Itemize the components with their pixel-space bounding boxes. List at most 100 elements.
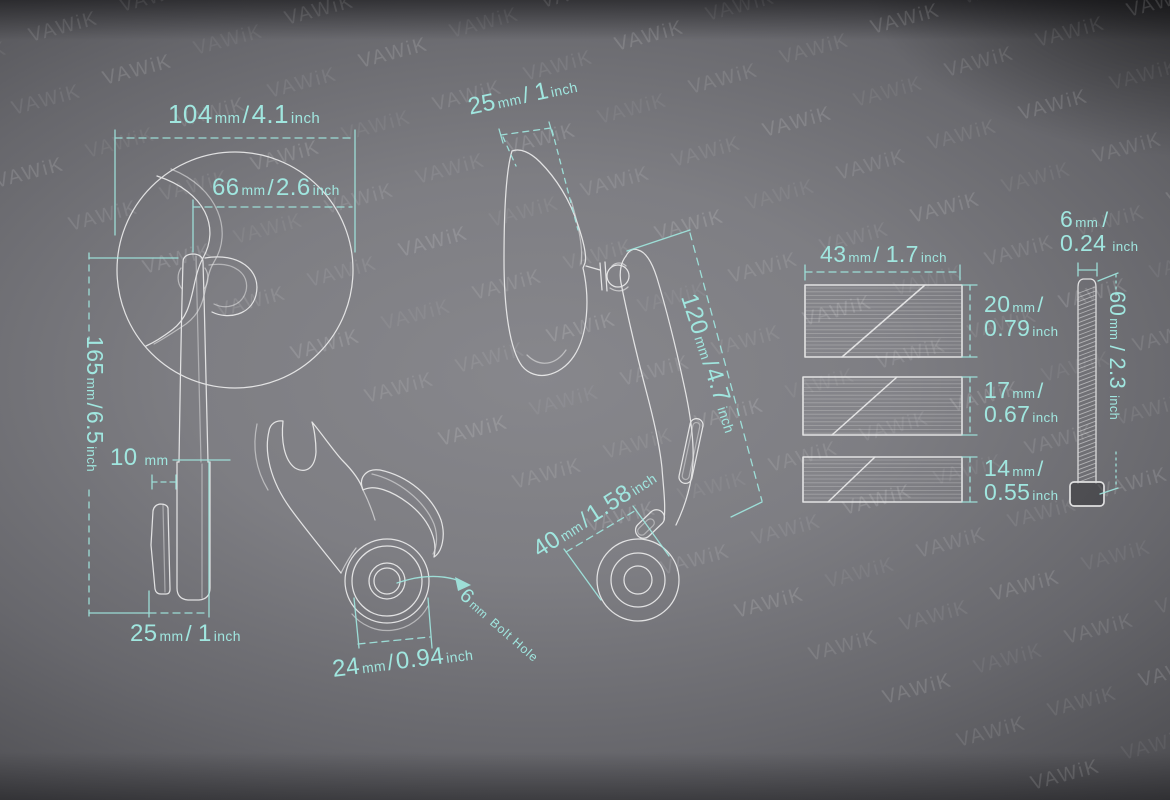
separator: /: [873, 244, 880, 267]
bolt-thread-line: [1078, 441, 1096, 449]
dim-lines-clamp: [353, 575, 471, 649]
bolt-thread-line: [1078, 471, 1096, 479]
dim-head25-ticks: [498, 121, 554, 144]
bolt-thread-line: [1078, 320, 1096, 328]
value-inch: 4.1: [251, 99, 289, 129]
value-mm: 14: [984, 455, 1011, 481]
unit-inch: inch: [312, 182, 340, 198]
unit-inch: inch: [549, 78, 580, 101]
bolt-thread-line: [1078, 374, 1096, 382]
arm-slot: [678, 417, 704, 485]
separator: /: [82, 402, 105, 409]
bolt-head: [1069, 481, 1105, 507]
value-inch: 1: [532, 77, 552, 107]
bolt-thread-line: [1078, 412, 1096, 420]
bolt-thread-line: [1078, 349, 1096, 357]
bolt-thread-line: [1078, 399, 1096, 407]
mirror-head-profile: [503, 149, 588, 376]
bolt-thread-line: [1078, 366, 1096, 374]
dim-lines-shims: [804, 264, 978, 503]
mirror-glass-s-curve: [145, 175, 211, 347]
dim-10-ticks: [151, 474, 177, 490]
bolt-thread-line: [1078, 345, 1096, 353]
unit-mm: mm: [1012, 464, 1036, 479]
bolt-thread-line: [1078, 462, 1096, 470]
dim-6-ticks: [1077, 262, 1098, 277]
unit-mm: mm: [84, 377, 99, 401]
dim-label-stem-tip-width: 10 mm: [110, 446, 168, 470]
clamp-bracket-drawing: [254, 420, 444, 632]
separator: /: [185, 621, 193, 646]
value-inch: 6.5: [82, 410, 108, 445]
bracket-neck: [340, 489, 376, 574]
bolt-hole-circle: [373, 567, 401, 595]
value-inch: 0.79: [984, 315, 1031, 341]
bolt-thread-line: [1078, 324, 1096, 332]
dim-40-ext: [563, 505, 670, 601]
unit-mm: mm: [1107, 318, 1122, 341]
bolt-thread-line: [1078, 391, 1096, 399]
unit-inch: inch: [920, 250, 947, 265]
bracket-outer-edge: [266, 430, 342, 574]
stem-lower-outline: [176, 461, 211, 601]
arm-base-hole: [623, 565, 653, 595]
unit-inch: inch: [290, 110, 321, 127]
dim-label-bolt-length: 60mm/2.3inch: [1105, 291, 1130, 421]
unit-inch: inch: [1032, 324, 1059, 339]
bolt-thread-line: [1078, 362, 1096, 370]
dim-label-stem-length: 165mm/6.5inch: [82, 336, 108, 472]
value-inch: 0.24: [1060, 230, 1107, 256]
arm-slot-inner: [681, 421, 701, 481]
value-mm: 104: [168, 99, 213, 129]
dim-lines-round-mirror: [88, 129, 356, 619]
shim-small: [802, 456, 963, 503]
unit-mm: mm: [1012, 300, 1036, 315]
bracket-beak-inner: [371, 473, 438, 555]
unit-mm: mm: [361, 657, 387, 677]
bolt-thread-line: [1078, 395, 1096, 403]
value-mm: 66: [212, 174, 240, 201]
bolt-thread-line: [1078, 429, 1096, 437]
pivot-stud: [585, 261, 608, 292]
side-mirror-drawing: [503, 149, 704, 622]
separator: /: [242, 102, 250, 129]
dim-120-ext-bottom: [730, 501, 763, 518]
bolt-thread-line: [1078, 336, 1096, 344]
bolt-thread-line: [1078, 341, 1096, 349]
bolt-thread-line: [1078, 353, 1096, 361]
bolt-thread-line: [1078, 416, 1096, 424]
bolt-thread-line: [1078, 311, 1096, 319]
value-mm: 25: [130, 620, 158, 647]
dim-head25-ext: [502, 129, 579, 231]
unit-inch: inch: [1112, 239, 1139, 254]
unit-mm: mm: [144, 452, 169, 468]
dim-head25-line: [500, 127, 552, 136]
bolt-thread-line: [1078, 315, 1096, 323]
base-lever-tab-inner: [637, 518, 655, 536]
unit-mm: mm: [159, 628, 184, 644]
unit-inch: inch: [1107, 395, 1122, 421]
value-mm: 17: [984, 377, 1011, 403]
mirror-glass-bulge: [204, 256, 258, 317]
dim-120-ext-top: [626, 229, 691, 252]
dim-14-ticks: [961, 456, 978, 503]
separator: /: [267, 175, 275, 200]
bolt-thread-line: [1078, 433, 1096, 441]
unit-mm: mm: [848, 250, 872, 265]
value-mm: 6: [1060, 206, 1074, 232]
value-inch: 1.7: [885, 241, 919, 267]
bolt-thread-line: [1078, 294, 1096, 302]
dim-60-ticks: [1097, 272, 1119, 495]
dim-24-line: [357, 636, 431, 645]
arm-left-edge: [619, 255, 666, 521]
dim-43-ticks: [804, 264, 961, 281]
bolt-thread-line: [1078, 383, 1096, 391]
round-mirror-drawing: [116, 151, 354, 601]
bracket-top-fork: [268, 420, 364, 491]
value-mm: 10: [110, 444, 138, 471]
bolt-thread-group: [1078, 286, 1096, 483]
